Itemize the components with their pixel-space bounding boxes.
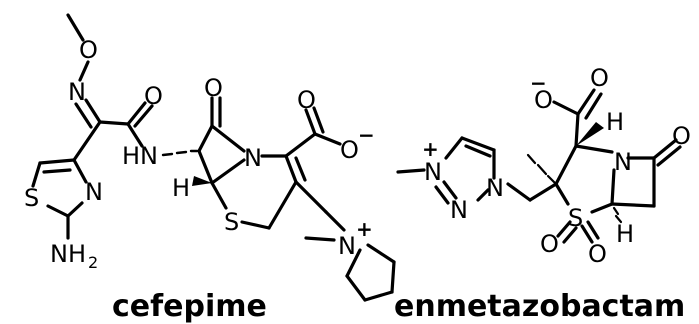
triazolium-charge: + — [422, 137, 439, 161]
carboxyl-oxygen: O — [297, 86, 316, 114]
bicyclic-nitrogen: N — [614, 148, 632, 176]
lactam-oxygen: O — [204, 74, 223, 102]
thiazole-nitrogen: N — [85, 178, 103, 206]
carboxyl-oxygen-2: O — [590, 64, 609, 92]
carboxylate-oxygen: O — [340, 136, 359, 164]
enmetazobactam-structure: O − O H N O S O O H N + N N enmetazobact… — [394, 64, 691, 324]
sulfone-oxygen-2: O — [588, 240, 607, 268]
thiazole-sulfur: S — [24, 184, 39, 212]
triazolium-nitrogen-3: N — [424, 158, 442, 186]
triazole-nitrogen-2: N — [450, 196, 468, 224]
enmetazobactam-bonds — [396, 88, 682, 244]
cefepime-bonds — [31, 13, 396, 302]
amino-subscript: 2 — [88, 253, 98, 272]
carboxylate-charge: − — [358, 123, 375, 147]
amide-oxygen: O — [144, 82, 163, 110]
pyrrolidinium-nitrogen: N — [338, 232, 356, 260]
enmetazobactam-atoms: O − O H N O S O O H N + N N — [422, 64, 691, 268]
oxime-oxygen: O — [79, 36, 98, 64]
oxime-nitrogen: N — [68, 78, 86, 106]
triazole-nitrogen-1: N — [486, 174, 504, 202]
sulfone-oxygen-1: O — [540, 230, 559, 258]
sulfone-sulfur: S — [568, 204, 583, 232]
carboxylate-oxygen-2: O — [534, 86, 553, 114]
c6-hydrogen: H — [172, 174, 190, 202]
compound-name-enmetazobactam: enmetazobactam — [394, 289, 685, 324]
c5-hydrogen: H — [616, 220, 634, 248]
cefepime-atoms: O N O HN O N H S O O − N S NH 2 N + — [24, 36, 375, 272]
lactam-oxygen-2: O — [672, 122, 691, 150]
pyrrolidinium-charge: + — [356, 217, 373, 241]
lactam-nitrogen: N — [244, 144, 262, 172]
compound-name-cefepime: cefepime — [112, 289, 267, 324]
carboxylate-charge-2: − — [530, 71, 547, 95]
amide-nh: HN — [122, 142, 158, 170]
ring-sulfur: S — [224, 208, 239, 236]
c3-hydrogen: H — [606, 108, 624, 136]
amino-group: NH — [50, 240, 86, 268]
cefepime-structure: O N O HN O N H S O O − N S NH 2 N + cefe… — [24, 13, 396, 324]
